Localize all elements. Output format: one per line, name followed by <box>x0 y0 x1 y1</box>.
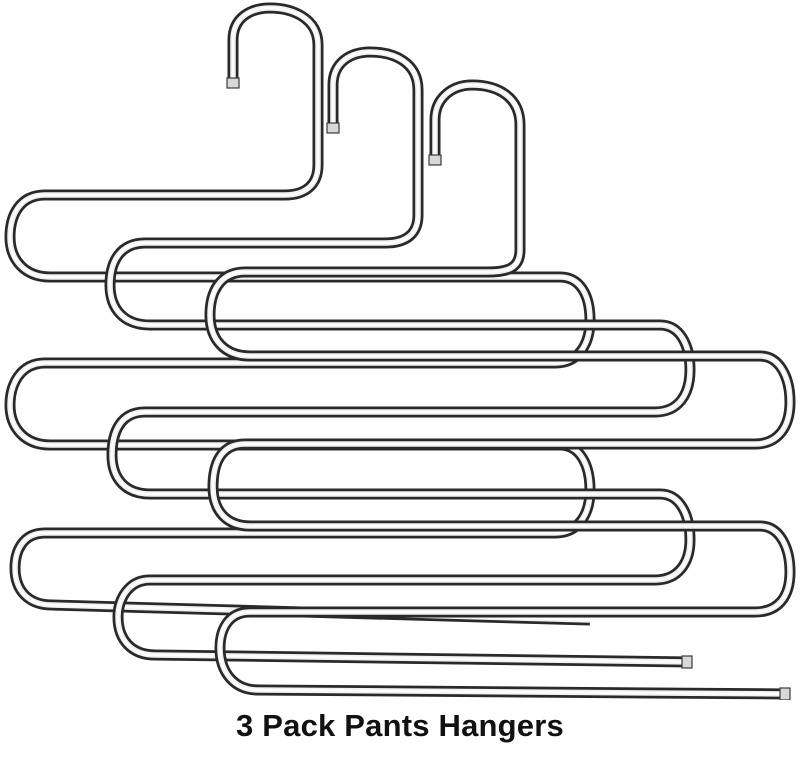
wire-end-middle <box>681 655 693 669</box>
hanger-front <box>210 85 790 694</box>
pants-hangers-illustration <box>0 0 800 700</box>
hook-cap-front <box>428 154 442 166</box>
wire-end-front <box>779 687 791 700</box>
hook-cap-middle <box>326 122 340 134</box>
hook-cap-back <box>226 77 240 89</box>
product-caption: 3 Pack Pants Hangers <box>236 708 564 743</box>
